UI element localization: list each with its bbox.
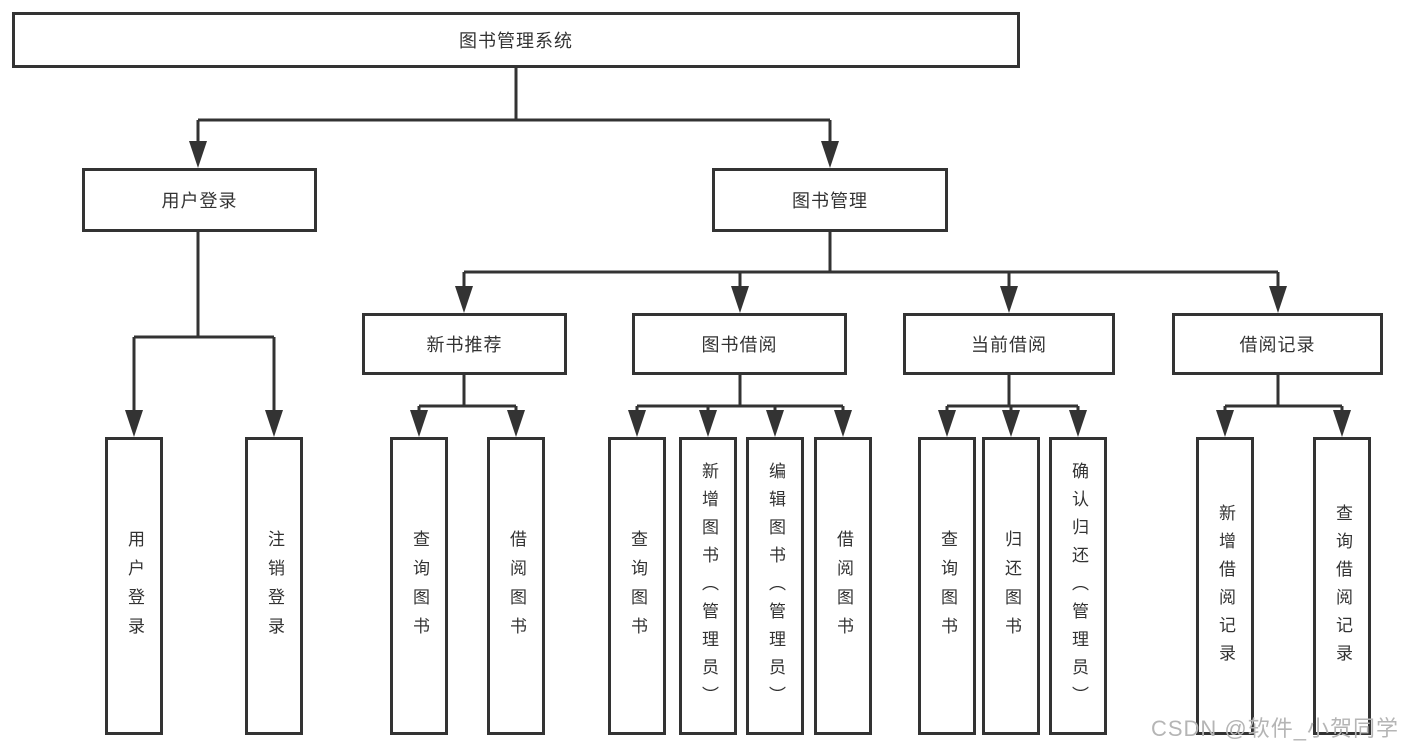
node-book-borrowing: 图书借阅 bbox=[632, 313, 847, 375]
leaf-query-books-newbook: 查询图书 bbox=[390, 437, 448, 735]
node-current-borrowing: 当前借阅 bbox=[903, 313, 1115, 375]
leaf-query-books-borrow: 查询图书 bbox=[608, 437, 666, 735]
leaf-confirm-return-admin: 确认归还（管理员） bbox=[1049, 437, 1107, 735]
leaf-query-borrow-record: 查询借阅记录 bbox=[1313, 437, 1371, 735]
leaf-borrow-books: 借阅图书 bbox=[814, 437, 872, 735]
leaf-logout: 注销登录 bbox=[245, 437, 303, 735]
leaf-return-books: 归还图书 bbox=[982, 437, 1040, 735]
leaf-add-borrow-record: 新增借阅记录 bbox=[1196, 437, 1254, 735]
leaf-query-books-current: 查询图书 bbox=[918, 437, 976, 735]
leaf-add-books-admin: 新增图书（管理员） bbox=[679, 437, 737, 735]
leaf-edit-books-admin: 编辑图书（管理员） bbox=[746, 437, 804, 735]
node-borrowing-records: 借阅记录 bbox=[1172, 313, 1383, 375]
watermark: CSDN @软件_小贺同学 bbox=[1150, 716, 1399, 741]
node-user-login: 用户登录 bbox=[82, 168, 317, 232]
node-new-book-recommendation: 新书推荐 bbox=[362, 313, 567, 375]
leaf-borrow-books-newbook: 借阅图书 bbox=[487, 437, 545, 735]
node-book-management: 图书管理 bbox=[712, 168, 948, 232]
leaf-user-login: 用户登录 bbox=[105, 437, 163, 735]
node-library-management-system: 图书管理系统 bbox=[12, 12, 1020, 68]
